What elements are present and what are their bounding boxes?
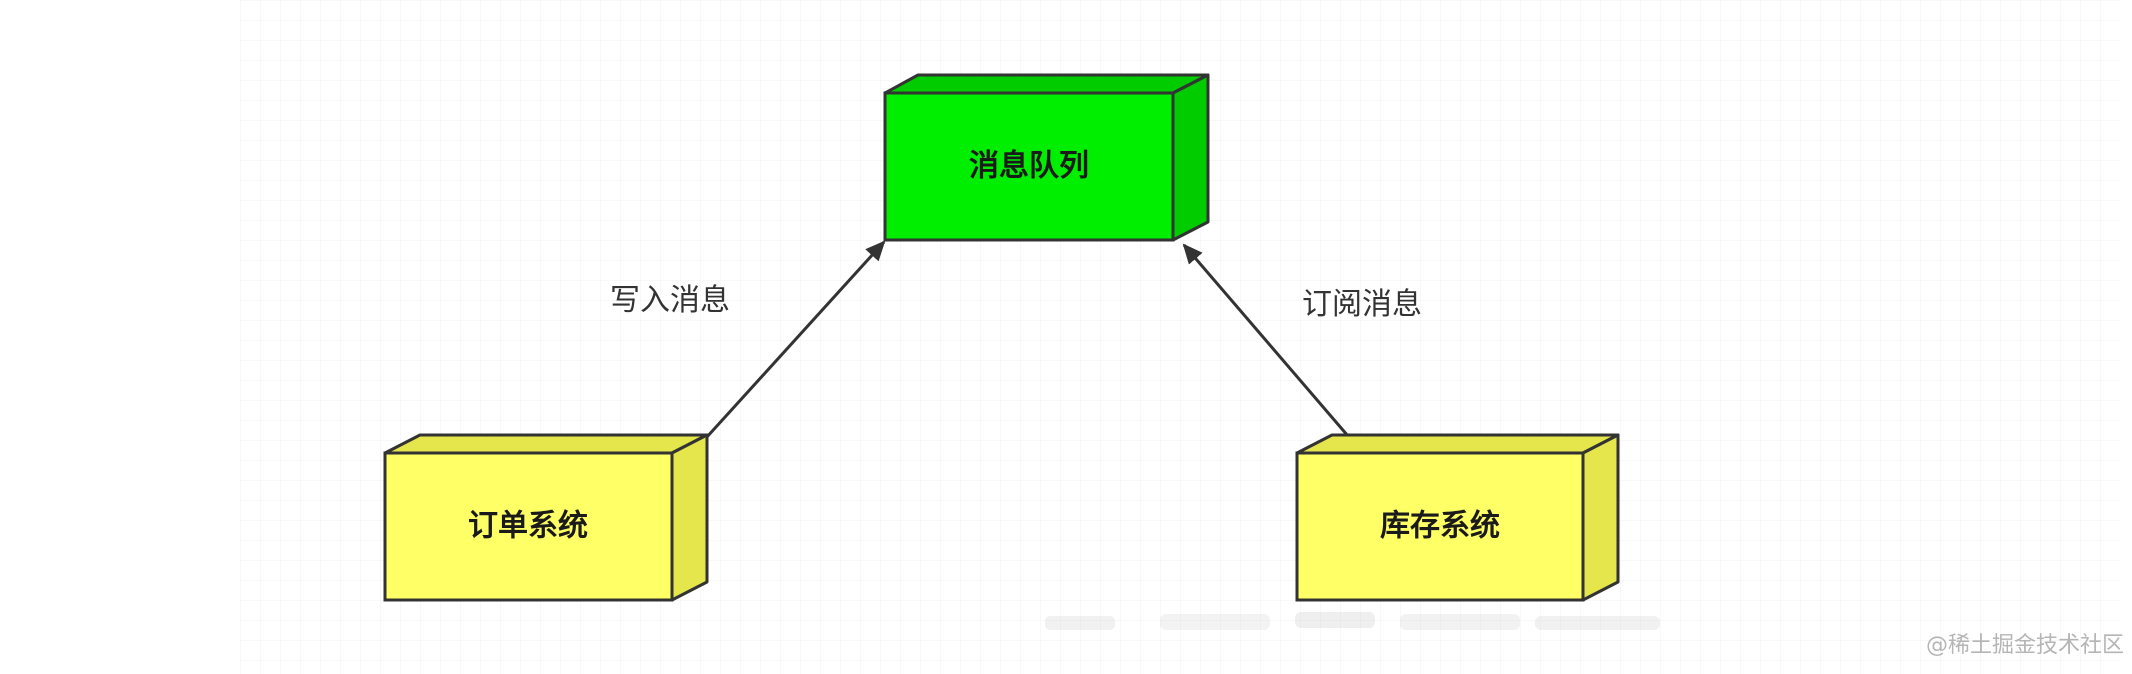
edge-subscribe-label: 订阅消息 (1302, 287, 1422, 322)
edge-write-label: 写入消息 (610, 283, 730, 318)
edge-subscribe-line (1182, 243, 1350, 437)
node-inventory-system-label: 库存系统 (1380, 509, 1500, 544)
node-message-queue-top (883, 73, 1210, 95)
node-order-system-label: 订单系统 (468, 509, 588, 544)
node-message-queue-front (883, 91, 1175, 242)
node-order-system: 订单系统 (383, 433, 709, 602)
edge-subscribe: 订阅消息 (1182, 243, 1422, 437)
node-inventory-system-side (1581, 433, 1620, 602)
edge-write: 写入消息 (610, 240, 886, 440)
watermark: @稀土掘金技术社区 (1926, 633, 2124, 658)
blur-artifact (1045, 612, 1660, 630)
node-order-system-front (383, 451, 674, 602)
node-message-queue-label: 消息队列 (969, 149, 1089, 184)
edge-write-line (704, 240, 886, 440)
node-message-queue: 消息队列 (883, 73, 1210, 242)
node-order-system-side (670, 433, 709, 602)
node-message-queue-side (1171, 73, 1210, 242)
node-inventory-system-front (1295, 451, 1585, 602)
node-inventory-system-top (1295, 433, 1620, 455)
node-inventory-system: 库存系统 (1295, 433, 1620, 602)
node-order-system-top (383, 433, 709, 455)
